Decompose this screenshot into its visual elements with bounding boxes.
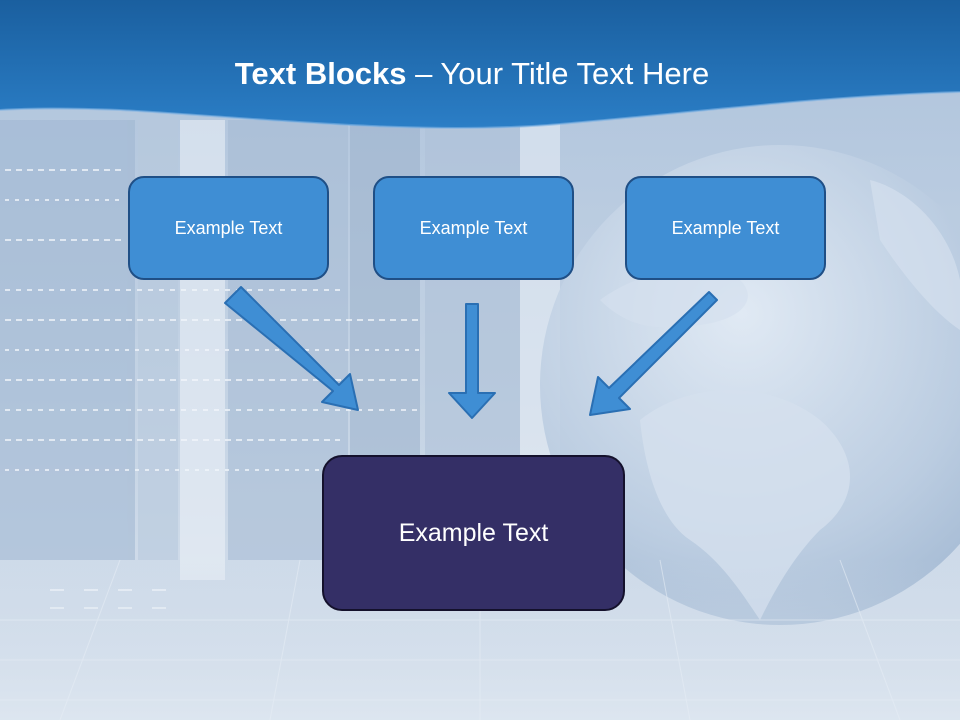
- text-block-right[interactable]: Example Text: [625, 176, 826, 280]
- text-block-left-label: Example Text: [174, 217, 283, 238]
- text-block-bottom[interactable]: Example Text: [322, 455, 625, 611]
- floor-grid: [0, 559, 960, 720]
- slide-title: Text Blocks – Your Title Text Here: [0, 52, 944, 96]
- text-block-center-label: Example Text: [419, 217, 528, 238]
- text-block-bottom-label: Example Text: [398, 518, 549, 547]
- title-bold-text: Text Blocks: [234, 56, 407, 91]
- text-block-center[interactable]: Example Text: [373, 176, 574, 280]
- text-block-left[interactable]: Example Text: [128, 176, 329, 280]
- header-band: [0, 0, 960, 129]
- text-block-right-label: Example Text: [671, 217, 780, 238]
- title-rest-text: Your Title Text Here: [440, 56, 710, 91]
- title-separator: –: [406, 56, 441, 91]
